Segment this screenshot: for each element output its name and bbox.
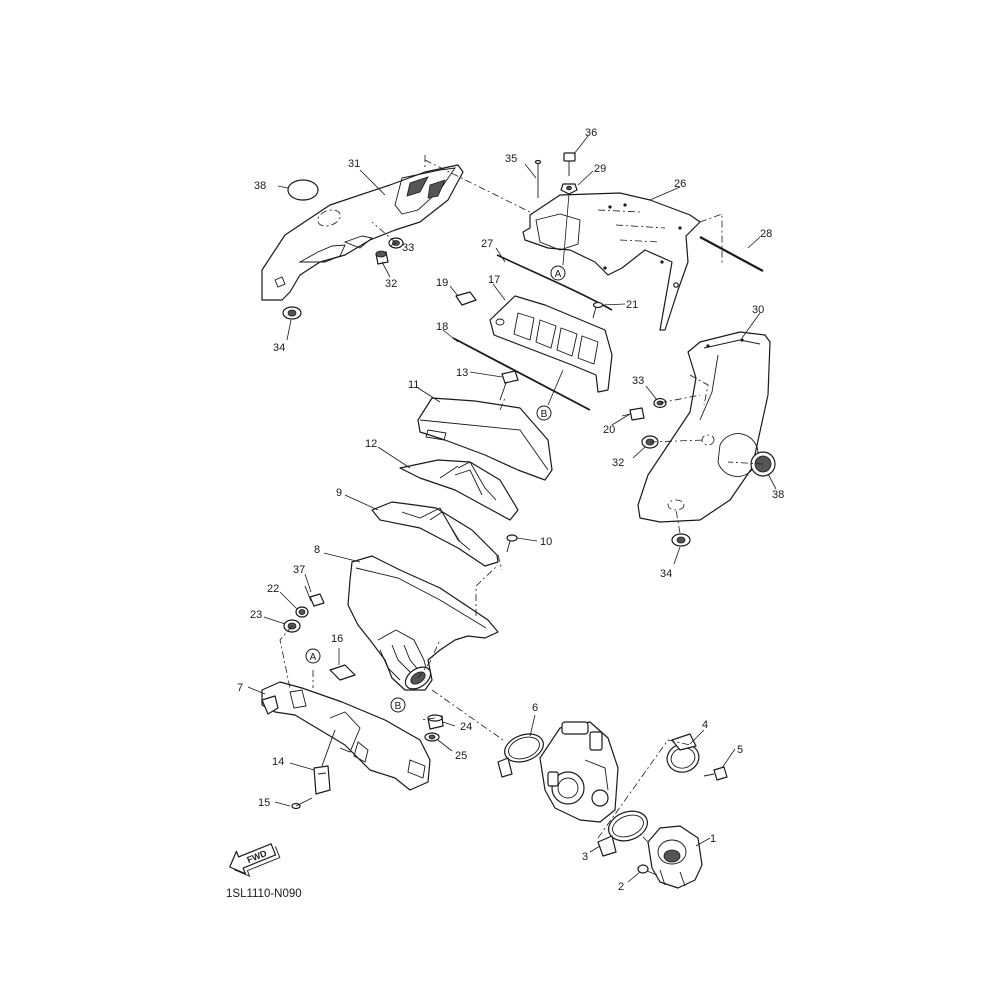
svg-text:A: A (310, 652, 317, 663)
callout-17: 17 (488, 274, 500, 286)
part-5-bolt (703, 766, 728, 781)
part-30-right-side-cover (637, 331, 771, 523)
part-35-pin (534, 159, 542, 198)
part-2-screw (637, 864, 658, 876)
part-38-left-emblem (287, 179, 319, 201)
part-13-bolt (499, 370, 519, 401)
callout-26: 26 (674, 178, 686, 190)
part-16-plate (329, 664, 356, 681)
callout-10: 10 (540, 536, 552, 548)
callout-15: 15 (258, 797, 270, 809)
callout-14: 14 (272, 756, 284, 768)
part-6-clamp (497, 733, 544, 778)
callout-37: 37 (293, 564, 305, 576)
part-4-clamp (666, 733, 700, 773)
part-19-clip (455, 291, 477, 306)
part-1-joint (647, 825, 703, 889)
part-10-screw (506, 534, 518, 553)
part-8-air-box (347, 555, 499, 691)
forward-direction-arrow: FWD (229, 843, 281, 878)
part-18-rod (452, 337, 591, 411)
callout-38-left: 38 (254, 180, 266, 192)
callout-1: 1 (710, 833, 716, 845)
callout-23: 23 (250, 609, 262, 621)
callout-16: 16 (331, 633, 343, 645)
throttle-body (539, 721, 619, 823)
callout-20: 20 (603, 424, 615, 436)
part-17-filter-guide (489, 295, 613, 393)
callout-33-left: 33 (402, 242, 414, 254)
svg-text:B: B (541, 409, 548, 420)
reference-a-top: A (550, 265, 566, 281)
callout-31: 31 (348, 158, 360, 170)
callout-12: 12 (365, 438, 377, 450)
part-31-left-side-cover (261, 164, 464, 301)
callout-35: 35 (505, 153, 517, 165)
callout-28: 28 (760, 228, 772, 240)
assembly-lines (279, 155, 764, 843)
callout-22: 22 (267, 583, 279, 595)
part-3-clamp (597, 810, 648, 857)
svg-text:A: A (555, 269, 562, 280)
part-15-screw (291, 797, 313, 810)
part-21-screw (592, 301, 604, 319)
leader-lines (247, 135, 777, 883)
part-14-sensor (313, 729, 336, 795)
callout-27: 27 (481, 238, 493, 250)
reference-a-bottom: A (305, 648, 321, 664)
callout-4: 4 (702, 719, 708, 731)
callout-18: 18 (436, 321, 448, 333)
part-28-rod (699, 236, 764, 272)
svg-text:B: B (395, 701, 402, 712)
diagram-code: 1SL1110-N090 (226, 888, 302, 900)
reference-b-bottom: B (390, 697, 406, 713)
part-36-bolt (563, 152, 576, 176)
part-34-left-grommet (282, 306, 302, 320)
part-24-grommet (427, 714, 444, 730)
part-26-top-cover (522, 192, 701, 331)
part-9-filter-holder (371, 501, 499, 567)
callout-13: 13 (456, 367, 468, 379)
part-25-collar (424, 732, 440, 742)
callout-labels: 31 38 33 32 34 35 36 29 26 28 27 19 17 2… (237, 127, 784, 893)
callout-24: 24 (460, 721, 472, 733)
callout-9: 9 (336, 487, 342, 499)
part-22-grommet (295, 606, 309, 618)
callout-19: 19 (436, 277, 448, 289)
callout-11: 11 (408, 379, 419, 391)
callout-5: 5 (737, 744, 743, 756)
callout-34-left: 34 (273, 342, 285, 354)
callout-25: 25 (455, 750, 467, 762)
part-20-screw (621, 407, 645, 421)
reference-b-top: B (536, 405, 552, 421)
part-32-left-collar (375, 250, 389, 265)
callout-32-left: 32 (385, 278, 397, 290)
callout-21: 21 (626, 299, 638, 311)
part-7-bracket (261, 681, 431, 791)
callout-32-right: 32 (612, 457, 624, 469)
callout-30: 30 (752, 304, 764, 316)
callout-6: 6 (532, 702, 538, 714)
part-12-filter-frame (399, 459, 519, 521)
callout-8: 8 (314, 544, 320, 556)
part-34-right-grommet (671, 533, 691, 547)
callout-29: 29 (594, 163, 606, 175)
callout-33-right: 33 (632, 375, 644, 387)
callout-3: 3 (582, 851, 588, 863)
callout-38-right: 38 (772, 489, 784, 501)
part-29-nut (560, 183, 578, 195)
part-37-bolt (304, 585, 325, 607)
part-11-air-filter (417, 397, 553, 481)
callout-36: 36 (585, 127, 597, 139)
callout-7: 7 (237, 682, 243, 694)
callout-34-right: 34 (660, 568, 672, 580)
callout-2: 2 (618, 881, 624, 893)
